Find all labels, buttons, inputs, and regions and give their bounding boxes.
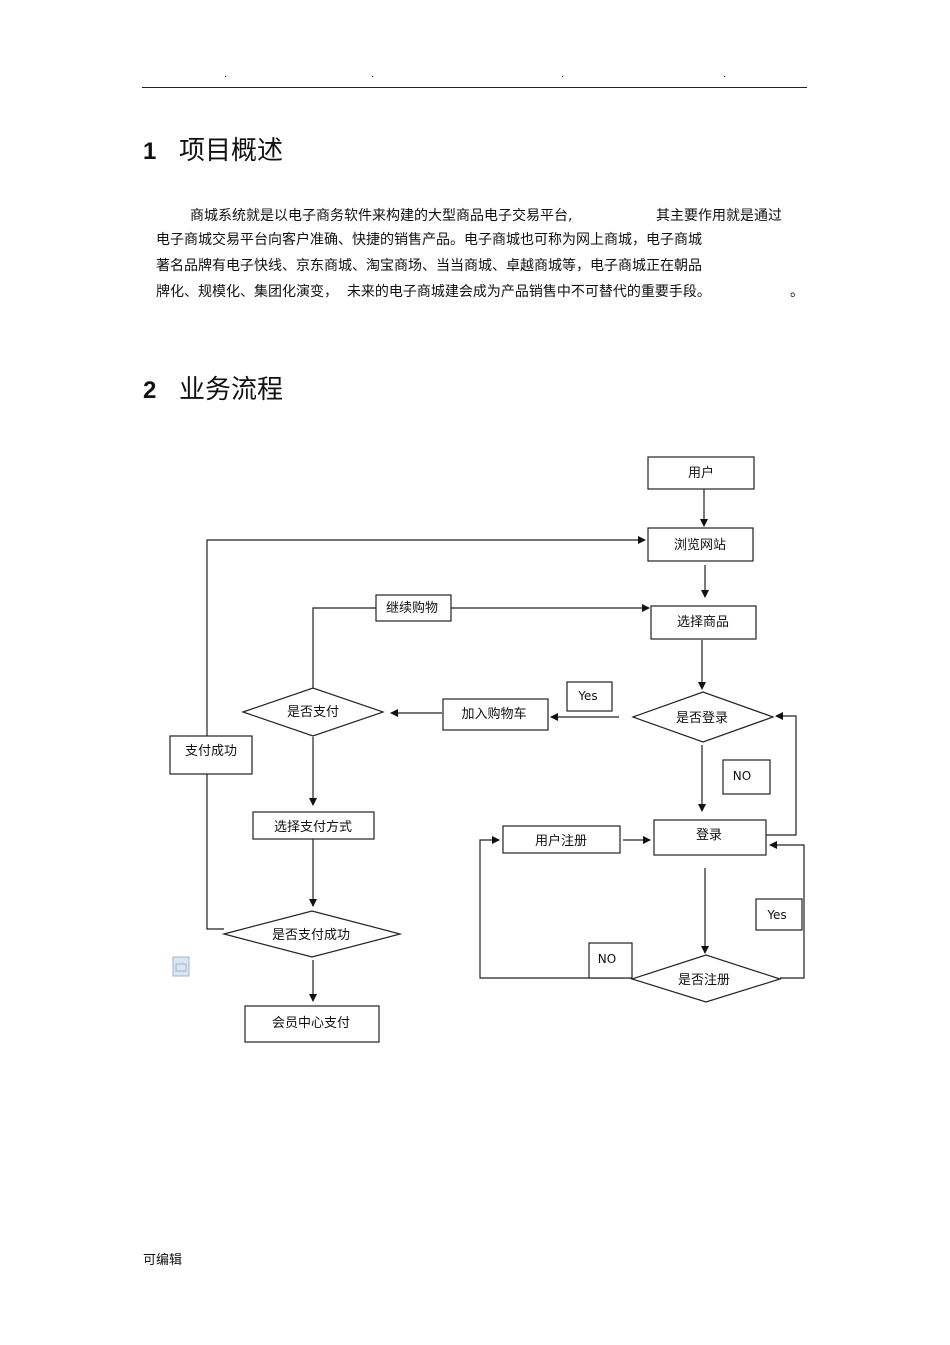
node-select-payment bbox=[252, 811, 375, 840]
node-is-payment-success bbox=[221, 910, 403, 958]
section-heading-process: 2 业务流程 bbox=[143, 375, 283, 406]
node-register bbox=[502, 825, 621, 854]
overview-line: 。 bbox=[790, 284, 804, 300]
label-no-login bbox=[722, 759, 771, 795]
section-title: 项目概述 bbox=[179, 136, 284, 166]
footer-text: 可编辑 bbox=[143, 1253, 183, 1268]
overview-line: 电子商城交易平台向客户准确、快捷的销售产品。电子商城也可称为网上商城，电子商城 bbox=[156, 232, 702, 248]
edge-paid-continue bbox=[312, 607, 380, 689]
node-continue-shopping bbox=[375, 594, 452, 622]
label-text: Yes bbox=[766, 908, 786, 922]
node-login bbox=[653, 819, 767, 856]
label-yes-register bbox=[755, 898, 803, 931]
overview-line: 著名品牌有电子快线、京东商城、淘宝商场、当当商城、卓越商城等，电子商城正在朝品 bbox=[156, 258, 702, 274]
node-is-logged-in bbox=[631, 691, 775, 743]
overview-line: 牌化、规模化、集团化演变， 未来的电子商城建会成为产品销售中不可替代的重要手段。 bbox=[156, 284, 711, 300]
node-text: 是否注册 bbox=[678, 973, 730, 988]
header-dot: . bbox=[561, 69, 565, 80]
header-rule bbox=[142, 87, 807, 88]
label-text: NO bbox=[733, 769, 751, 783]
section-heading-overview: 1 项目概述 bbox=[143, 136, 283, 167]
node-text: 浏览网站 bbox=[674, 537, 726, 553]
label-no-register bbox=[588, 942, 633, 979]
node-select-product bbox=[650, 605, 757, 640]
label-text: NO bbox=[598, 952, 616, 966]
node-text: 支付成功 bbox=[185, 744, 237, 759]
node-text: 是否支付 bbox=[287, 705, 339, 720]
node-text: 选择商品 bbox=[677, 615, 729, 630]
overview-line: 商城系统就是以电子商务软件来构建的大型商品电子交易平台, bbox=[190, 208, 573, 224]
node-add-to-cart bbox=[442, 698, 549, 731]
edge-registered-no bbox=[479, 836, 632, 979]
overview-line: 其主要作用就是通过 bbox=[656, 208, 782, 224]
node-is-registered bbox=[630, 954, 782, 1003]
node-text: 是否支付成功 bbox=[272, 928, 350, 943]
header-dot: . bbox=[723, 69, 727, 80]
node-text: 选择支付方式 bbox=[274, 819, 352, 835]
header-dot: . bbox=[224, 69, 228, 80]
edge-registered-yes bbox=[769, 841, 805, 979]
edge-success-browse bbox=[206, 536, 646, 930]
edge-login-recheck bbox=[766, 712, 797, 836]
node-is-paid bbox=[241, 687, 385, 737]
node-text: 登录 bbox=[696, 828, 722, 843]
section-number: 2 bbox=[143, 377, 157, 404]
node-member-center-pay bbox=[244, 1005, 380, 1043]
node-user bbox=[647, 456, 755, 490]
node-text: 用户 bbox=[688, 465, 714, 481]
node-browse bbox=[647, 527, 754, 562]
header-dot: . bbox=[371, 69, 375, 80]
node-text: 继续购物 bbox=[386, 600, 438, 616]
node-text: 加入购物车 bbox=[461, 706, 526, 722]
section-title: 业务流程 bbox=[179, 375, 284, 405]
label-text: Yes bbox=[577, 689, 597, 703]
node-text: 会员中心支付 bbox=[272, 1016, 350, 1031]
node-payment-success bbox=[169, 735, 253, 775]
node-text: 是否登录 bbox=[676, 711, 728, 726]
node-text: 用户注册 bbox=[535, 833, 587, 849]
label-yes-login bbox=[566, 681, 613, 712]
section-number: 1 bbox=[143, 138, 157, 165]
document-icon bbox=[172, 956, 190, 977]
